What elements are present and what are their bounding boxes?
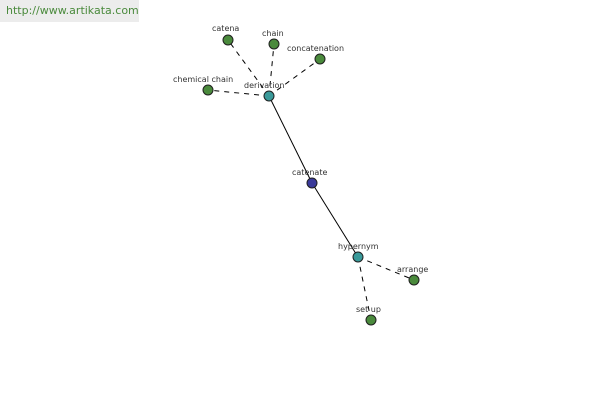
node-leaf-marker	[408, 274, 420, 286]
node-chemical-chain[interactable]: chemical chain	[173, 75, 233, 96]
node-derivation[interactable]: derivation	[244, 81, 284, 102]
node-arrange-label: arrange	[397, 265, 428, 274]
node-leaf-marker	[268, 38, 280, 50]
node-catenate[interactable]: catenate	[292, 168, 327, 189]
node-center-marker	[306, 177, 318, 189]
edge-hypernym-arrange	[357, 256, 415, 281]
node-leaf-marker	[365, 314, 377, 326]
node-hub-marker	[352, 251, 364, 263]
node-concatenation[interactable]: concatenation	[287, 44, 344, 65]
node-chain-label: chain	[262, 29, 284, 38]
node-hypernym-label: hypernym	[338, 242, 379, 251]
node-set-up-label: set up	[356, 305, 381, 314]
node-derivation-label: derivation	[244, 81, 284, 90]
edge-catenate-derivation	[268, 95, 313, 184]
edge-derivation-chemical-chain	[207, 89, 270, 97]
node-leaf-marker	[314, 53, 326, 65]
node-concatenation-label: concatenation	[287, 44, 344, 53]
node-catena[interactable]: catena	[212, 24, 239, 46]
edge-hypernym-set-up	[357, 256, 372, 321]
edges-layer	[207, 39, 415, 321]
edge-derivation-chain	[268, 43, 275, 97]
edge-derivation-concatenation	[268, 58, 321, 97]
nodes-layer: catenate derivation hypernym catena chai…	[173, 24, 428, 326]
node-hub-marker	[263, 90, 275, 102]
node-arrange[interactable]: arrange	[397, 265, 428, 286]
node-set-up[interactable]: set up	[356, 305, 381, 326]
node-leaf-marker	[202, 84, 214, 96]
edge-derivation-catena	[227, 39, 270, 97]
node-leaf-marker	[222, 34, 234, 46]
node-hypernym[interactable]: hypernym	[338, 242, 379, 263]
edge-catenate-hypernym	[311, 182, 359, 258]
node-chain[interactable]: chain	[262, 29, 284, 50]
watermark-url: http://www.artikata.com	[0, 0, 139, 22]
node-chemical-chain-label: chemical chain	[173, 75, 233, 84]
node-catena-label: catena	[212, 24, 239, 33]
node-catenate-label: catenate	[292, 168, 327, 177]
